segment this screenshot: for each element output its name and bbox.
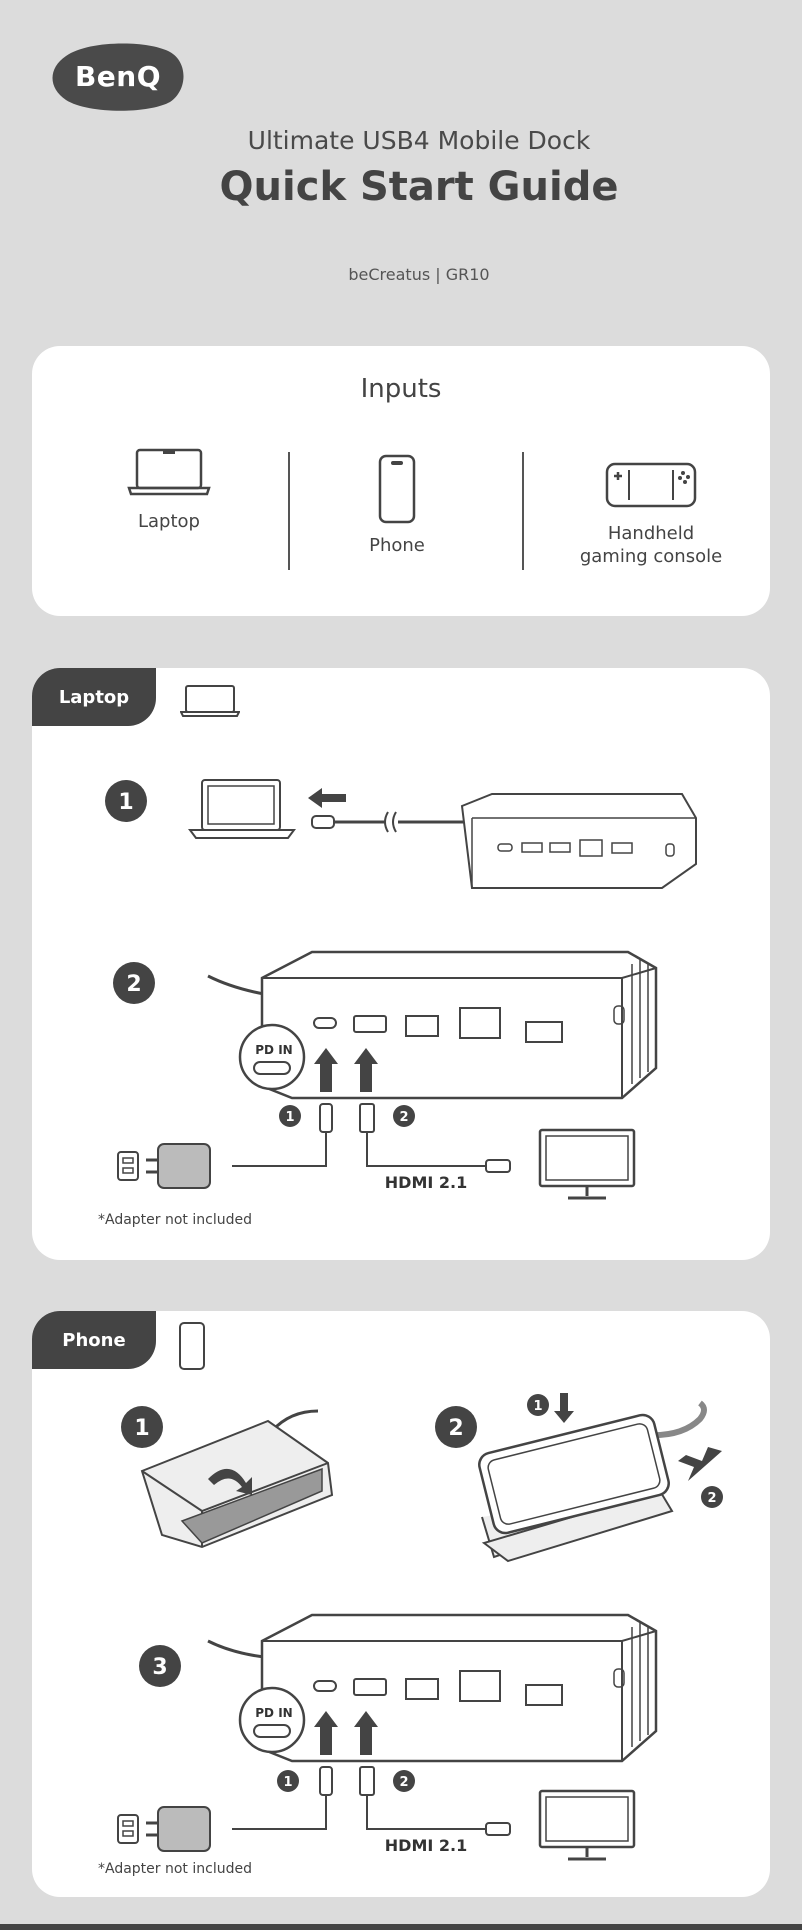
input-handheld: Handheld gaming console <box>556 462 746 567</box>
benq-logo: BenQ <box>48 38 188 114</box>
power-adapter <box>117 1806 211 1852</box>
phone-in-dock-drawing <box>478 1400 707 1563</box>
pd-in-label: PD IN <box>255 1706 292 1720</box>
input-laptop-label: Laptop <box>138 511 200 532</box>
monitor-drawing <box>538 1789 636 1861</box>
laptop-tab: Laptop <box>32 668 156 726</box>
logo-text: BenQ <box>74 59 162 93</box>
divider <box>288 452 290 570</box>
sub-1-number: 1 <box>283 1775 292 1790</box>
document-subtitle: Ultimate USB4 Mobile Dock <box>247 126 591 155</box>
up-arrow <box>314 1711 338 1755</box>
hdmi-label: HDMI 2.1 <box>385 1173 467 1192</box>
phone-icon <box>179 1322 205 1370</box>
step-3-badge <box>139 1645 181 1687</box>
step-2-badge <box>435 1406 477 1448</box>
laptop-icon <box>127 448 211 496</box>
step-1-number: 1 <box>118 790 133 815</box>
monitor-drawing <box>538 1128 636 1200</box>
up-arrow <box>314 1048 338 1092</box>
left-arrow <box>308 788 346 808</box>
sub-2-number: 2 <box>399 1110 408 1125</box>
pd-in-callout <box>238 1686 306 1754</box>
input-laptop: Laptop <box>94 446 244 532</box>
down-arrow <box>554 1393 574 1423</box>
step-2-badge <box>113 962 155 1004</box>
up-arrow <box>354 1048 378 1092</box>
step-2-number: 2 <box>448 1416 463 1441</box>
usb-c-cable <box>311 811 472 833</box>
pd-in-label: PD IN <box>255 1043 292 1057</box>
sub-1-number: 1 <box>285 1110 294 1125</box>
dock-stand-drawing <box>140 1419 334 1549</box>
step-1-badge <box>105 780 147 822</box>
gamepad-icon <box>605 462 697 508</box>
pd-in-callout <box>238 1023 306 1091</box>
phone-diagram: 1 2 1 2 3 <box>117 1393 723 1861</box>
diagonal-arrow <box>678 1447 722 1481</box>
phone-card: Phone 1 2 1 2 3 <box>32 1311 770 1897</box>
step-2-number: 2 <box>126 972 141 997</box>
step-1-badge <box>121 1406 163 1448</box>
model-line: beCreatus | GR10 <box>348 265 490 284</box>
laptop-drawing <box>188 779 296 839</box>
bottom-bar <box>0 1924 802 1930</box>
power-adapter <box>117 1143 211 1189</box>
input-phone: Phone <box>322 454 472 556</box>
laptop-icon <box>180 685 240 717</box>
divider <box>522 452 524 570</box>
sub-2-number: 2 <box>707 1491 716 1506</box>
sub-1-number: 1 <box>533 1399 542 1414</box>
hdmi-label: HDMI 2.1 <box>385 1836 467 1855</box>
step-3-number: 3 <box>152 1655 167 1680</box>
sub-2-number: 2 <box>399 1775 408 1790</box>
up-arrow <box>354 1711 378 1755</box>
inputs-card: Inputs Laptop Phone Handheld gaming cons… <box>32 346 770 616</box>
step-1-number: 1 <box>134 1416 149 1441</box>
inputs-title: Inputs <box>360 374 442 404</box>
adapter-note: *Adapter not included <box>98 1861 252 1877</box>
input-phone-label: Phone <box>369 535 425 556</box>
laptop-card: Laptop 1 <box>32 668 770 1260</box>
laptop-diagram: 1 2 <box>105 779 697 1200</box>
adapter-note: *Adapter not included <box>98 1212 252 1228</box>
dock-drawing-small <box>460 793 697 889</box>
document-title: Quick Start Guide <box>219 164 619 210</box>
phone-tab: Phone <box>32 1311 156 1369</box>
input-handheld-label-1: Handheld <box>607 523 695 544</box>
input-handheld-label-2: gaming console <box>579 546 723 567</box>
phone-icon <box>378 454 416 524</box>
